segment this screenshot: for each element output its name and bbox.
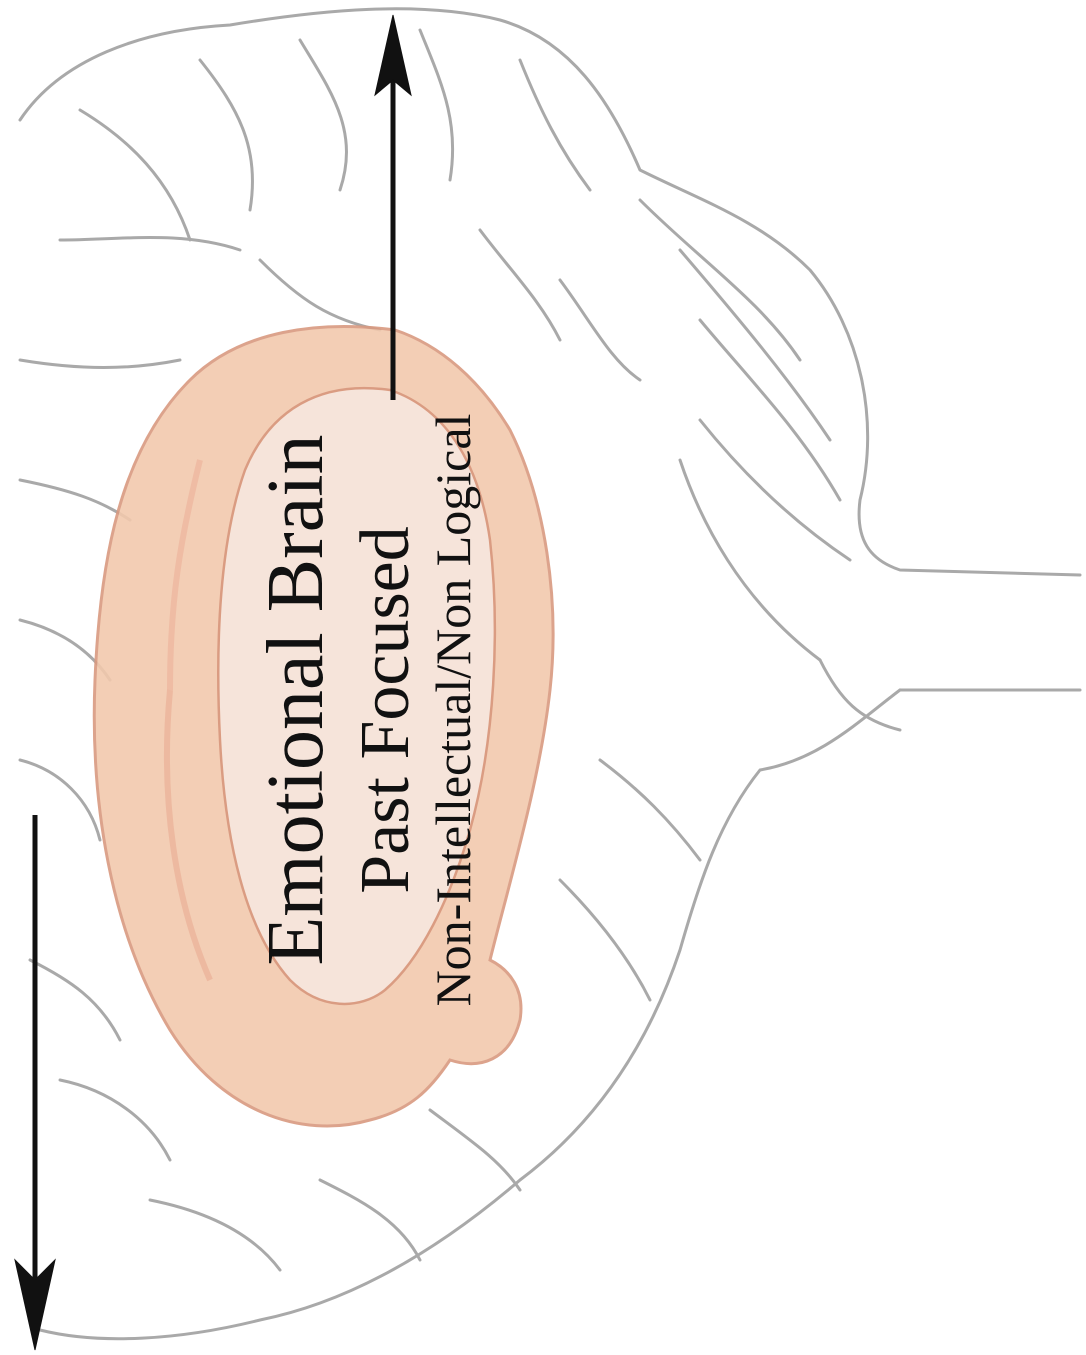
down-arrow [15,815,55,1350]
label-non-intellectual: Non-Intellectual/Non Logical [425,414,481,1007]
label-past-focused: Past Focused [347,526,424,894]
label-emotional-brain: Emotional Brain [252,434,340,965]
